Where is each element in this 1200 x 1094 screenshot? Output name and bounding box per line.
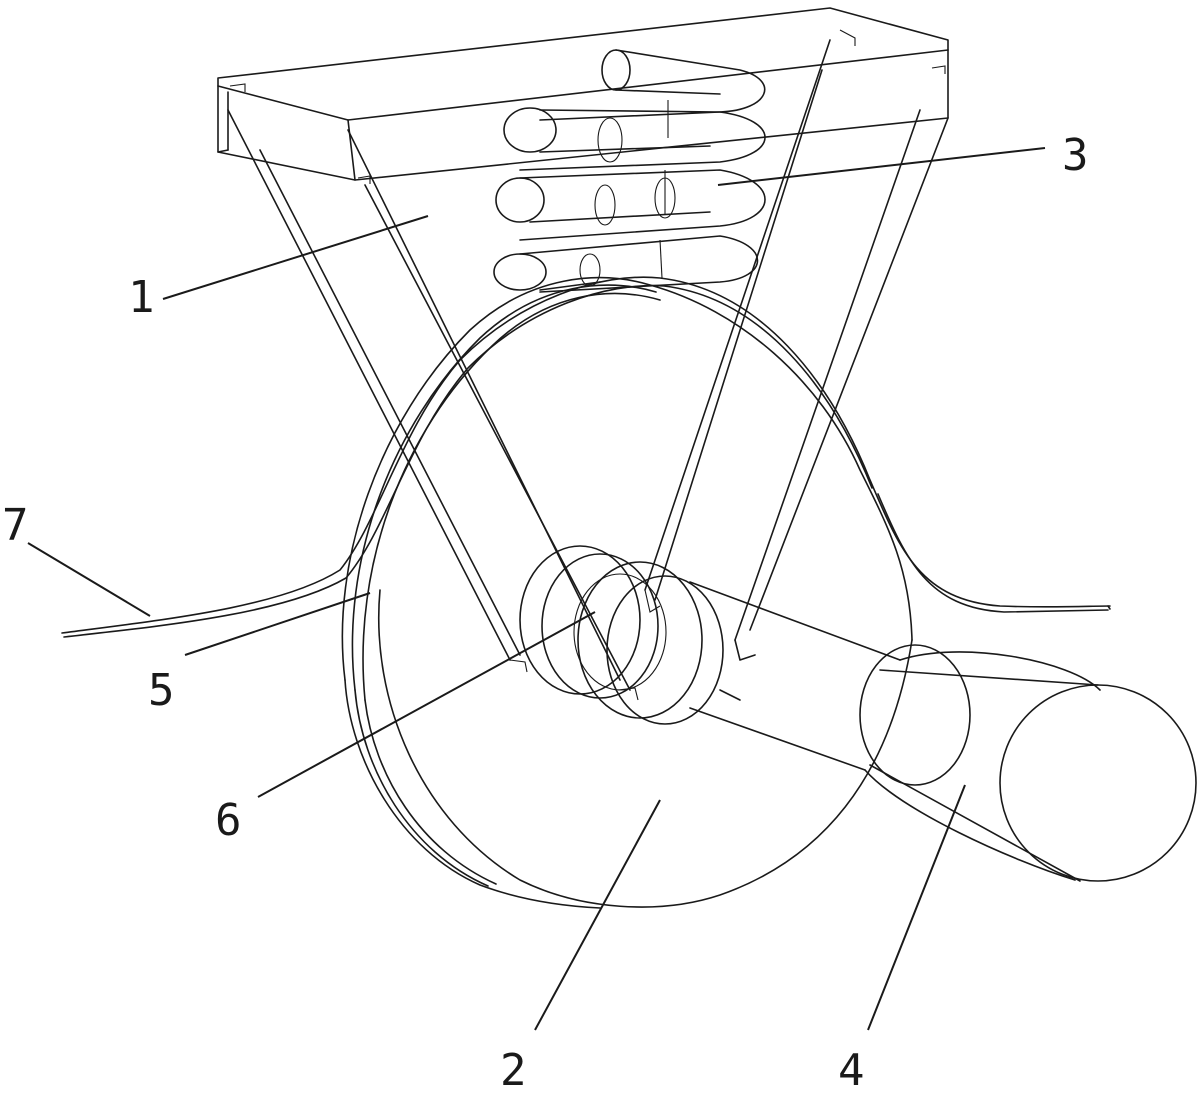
leader-4 <box>867 784 966 1031</box>
leader-2 <box>534 799 661 1031</box>
leader-1 <box>162 215 429 300</box>
label-1: 1 <box>128 272 155 323</box>
cam-disc <box>341 276 913 909</box>
leader-6 <box>257 611 596 798</box>
label-2: 2 <box>500 1045 527 1094</box>
label-4: 4 <box>838 1045 865 1094</box>
v-frame <box>217 7 949 701</box>
shaft-cylinder <box>689 581 1197 882</box>
label-7: 7 <box>2 500 29 551</box>
leader-7 <box>27 542 151 617</box>
leader-3 <box>717 147 1046 186</box>
reference-numerals: 1 2 3 4 5 6 7 <box>2 130 1089 1094</box>
label-5: 5 <box>148 665 175 716</box>
leader-5 <box>184 592 371 656</box>
leader-lines <box>27 147 1046 1031</box>
label-6: 6 <box>215 795 242 846</box>
label-3: 3 <box>1062 130 1089 181</box>
strip-belt <box>61 276 1111 638</box>
coil-spring <box>493 49 766 293</box>
